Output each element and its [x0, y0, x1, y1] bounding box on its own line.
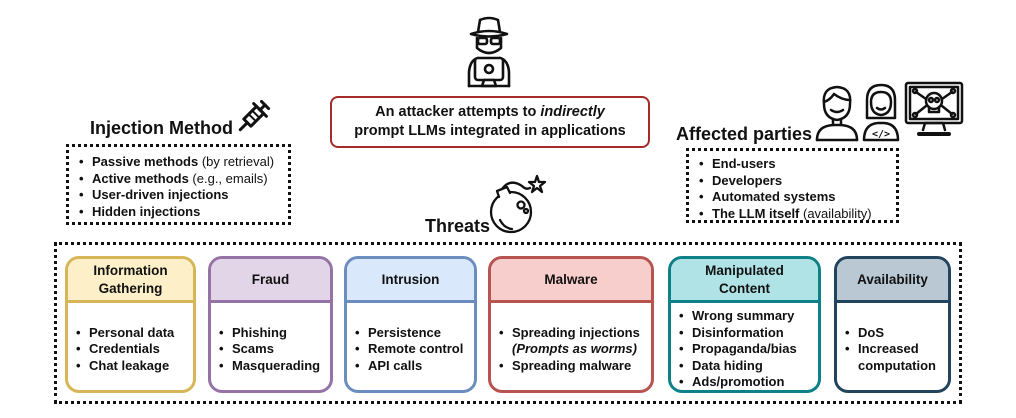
affected-parties-list: End-users Developers Automated systems T…: [697, 156, 896, 222]
list-item: Increased computation: [843, 341, 938, 374]
threat-card-list: DoS Increased computation: [843, 325, 938, 375]
list-item-continuation: (Prompts as worms): [512, 341, 637, 357]
threat-card-information-gathering: Information Gathering Personal data Cred…: [65, 256, 196, 393]
list-item: End-users: [697, 156, 896, 173]
list-item: Ads/promotion: [677, 374, 797, 390]
list-item: Automated systems: [697, 189, 896, 206]
threats-box: [54, 242, 962, 404]
bomb-icon: [486, 172, 548, 236]
threat-card-header: Intrusion: [347, 259, 474, 303]
list-item: API calls: [353, 358, 463, 375]
threat-card-manipulated-content: Manipulated Content Wrong summary Disinf…: [668, 256, 821, 393]
threat-card-header: Fraud: [211, 259, 330, 303]
list-item: Hidden injections: [77, 204, 288, 221]
threat-card-fraud: Fraud Phishing Scams Masquerading: [208, 256, 333, 393]
list-item: Phishing: [217, 325, 320, 342]
threat-card-list: Personal data Credentials Chat leakage: [74, 325, 174, 375]
list-item: Chat leakage: [74, 358, 174, 375]
list-item: DoS: [843, 325, 938, 342]
list-item: User-driven injections: [77, 187, 288, 204]
list-item: Spreading injections: [497, 325, 640, 342]
emphasis-indirectly: indirectly: [540, 104, 605, 120]
threat-card-header: Malware: [491, 259, 651, 303]
list-item: Wrong summary: [677, 308, 797, 325]
user-icon: [814, 82, 860, 142]
compromised-computer-icon: [903, 80, 965, 142]
injection-method-list: Passive methods (by retrieval) Active me…: [77, 154, 288, 220]
affected-parties-box: End-users Developers Automated systems T…: [686, 148, 899, 223]
threat-card-list: Persistence Remote control API calls: [353, 325, 463, 375]
threat-card-header: Information Gathering: [68, 259, 193, 303]
threat-card-list: Phishing Scams Masquerading: [217, 325, 320, 375]
attacker-statement-box: An attacker attempts to indirectly promp…: [330, 96, 650, 148]
syringe-icon: [233, 97, 273, 137]
hacker-with-laptop-icon: [464, 14, 514, 88]
list-item: Developers: [697, 173, 896, 190]
threat-card-availability: Availability DoS Increased computation: [834, 256, 951, 393]
threats-title: Threats: [425, 216, 491, 236]
attacker-statement-line1: An attacker attempts to indirectly: [375, 104, 605, 120]
list-item: Data hiding: [677, 358, 797, 375]
developer-icon: </>: [860, 82, 902, 142]
injection-method-box: Passive methods (by retrieval) Active me…: [66, 144, 291, 225]
list-item: The LLM itself (availability): [697, 206, 896, 223]
list-item: Personal data: [74, 325, 174, 342]
list-item: Persistence: [353, 325, 463, 342]
affected-parties-title: Affected parties: [676, 124, 813, 144]
threat-card-malware: Malware Spreading injections (Prompts as…: [488, 256, 654, 393]
threat-card-intrusion: Intrusion Persistence Remote control API…: [344, 256, 477, 393]
threat-card-list: Wrong summary Disinformation Propaganda/…: [677, 308, 797, 390]
list-item: Propaganda/bias: [677, 341, 797, 358]
attacker-statement-line2: prompt LLMs integrated in applications: [354, 123, 626, 139]
threat-card-header: Availability: [837, 259, 948, 303]
list-item: Active methods (e.g., emails): [77, 171, 288, 188]
svg-text:</>: </>: [872, 129, 890, 140]
injection-method-title: Injection Method: [90, 118, 233, 138]
list-item: Disinformation: [677, 325, 797, 342]
threat-card-header: Manipulated Content: [671, 259, 818, 303]
list-item: Scams: [217, 341, 320, 358]
list-item: Spreading malware: [497, 358, 640, 375]
threat-card-list: Spreading injections (Prompts as worms) …: [497, 325, 640, 375]
list-item: Masquerading: [217, 358, 320, 375]
list-item: Passive methods (by retrieval): [77, 154, 288, 171]
list-item: Remote control: [353, 341, 463, 358]
list-item: Credentials: [74, 341, 174, 358]
